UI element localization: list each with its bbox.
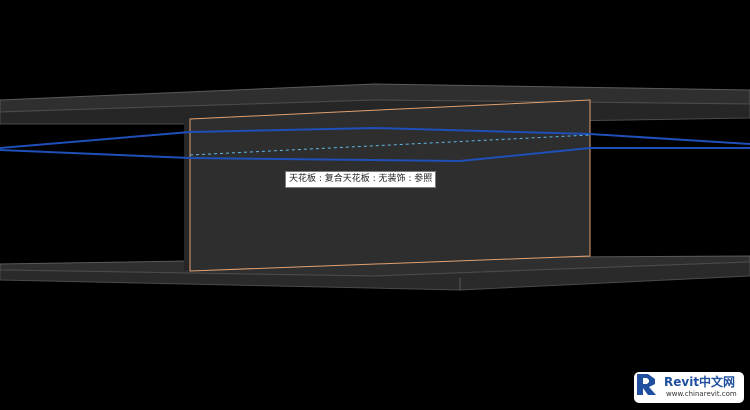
element-tooltip: 天花板 : 复合天花板 : 无装饰 : 参照 xyxy=(285,171,437,188)
ceiling-reference-line xyxy=(189,134,591,156)
site-watermark: Revit中文网 www.chinarevit.com xyxy=(634,372,744,403)
upper-slab-top-face xyxy=(0,83,750,113)
revit-r-logo-icon xyxy=(637,374,656,395)
ceiling-highlight[interactable] xyxy=(0,126,750,163)
tooltip-text: 天花板 : 复合天花板 : 无装饰 : 参照 xyxy=(289,174,433,184)
watermark-brand: Revit中文网 xyxy=(664,375,736,389)
watermark-url: www.chinarevit.com xyxy=(666,390,737,398)
ceiling-outline-top xyxy=(0,126,750,149)
lower-slab-front-face xyxy=(0,261,750,291)
wall-side-face xyxy=(184,119,190,271)
wall-selection-outline xyxy=(189,99,591,272)
ceiling-outline-bottom xyxy=(0,147,750,163)
